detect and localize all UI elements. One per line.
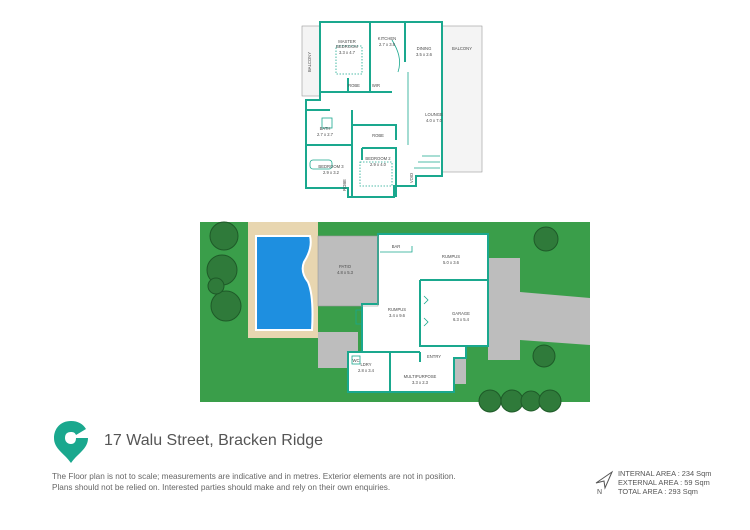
balcony-right	[441, 25, 483, 173]
driveway	[488, 258, 590, 360]
upper-outer-wall	[305, 21, 443, 198]
room-label: GARAGE	[452, 311, 470, 316]
room-label: ENTRY	[427, 354, 441, 359]
upper-floor: MASTER BEDROOM 3.3 x 4.7 KITCHEN 2.7 x 3…	[301, 21, 483, 198]
room-dims: 5.0 x 3.6	[443, 260, 460, 265]
room-label: RUMPUS	[388, 307, 406, 312]
internal-area: INTERNAL AREA : 234 Sqm	[618, 469, 712, 478]
room-label: RUMPUS	[442, 254, 460, 259]
room-label: MULTIPURPOSE	[404, 374, 437, 379]
lower-outer-wall	[347, 233, 489, 393]
room-dims: 3.5 x 2.6	[416, 52, 433, 57]
disclaimer-line: The Floor plan is not to scale; measurem…	[52, 472, 456, 481]
room-label: ROBE	[342, 179, 347, 191]
room-dims: 6.3 x 5.4	[453, 317, 470, 322]
room-dims: 2.9 x 4.0	[370, 162, 387, 167]
room-label: BEDROOM 2	[365, 156, 391, 161]
external-area: EXTERNAL AREA : 59 Sqm	[618, 478, 710, 487]
room-dims: 4.8 x 5.3	[337, 270, 354, 275]
room-dims: 3.3 x 4.7	[339, 50, 356, 55]
room-label: ROBE	[348, 83, 360, 88]
room-dims: 2.8 x 3.4	[358, 368, 375, 373]
property-address: 17 Walu Street, Bracken Ridge	[104, 432, 324, 449]
room-label: BEDROOM 3	[318, 164, 344, 169]
room-label: MASTER	[338, 39, 355, 44]
north-arrow-icon: N	[595, 470, 614, 495]
room-label: LDRY	[360, 362, 371, 367]
disclaimer: The Floor plan is not to scale; measurem…	[52, 472, 492, 493]
area-summary: INTERNAL AREA : 234 Sqm EXTERNAL AREA : …	[618, 469, 711, 496]
disclaimer-line: Plans should not be relied on. Intereste…	[52, 482, 391, 492]
room-dims: 2.7 x 2.7	[317, 132, 334, 137]
room-label: BEDROOM	[336, 44, 358, 49]
room-label: PATIO	[339, 264, 352, 269]
pool	[255, 235, 314, 331]
logo-icon	[54, 421, 88, 463]
room-dims: 4.0 x 7.0	[426, 118, 443, 123]
room-label: KITCHEN	[378, 36, 396, 41]
room-dims: 3.4 x 9.6	[389, 313, 406, 318]
room-label: BALCONY	[307, 52, 312, 72]
north-label: N	[597, 489, 602, 495]
room-label: WC	[353, 358, 360, 363]
room-dims: 3.3 x 2.3	[412, 380, 429, 385]
room-label: VOID	[409, 173, 414, 183]
room-label: ROBE	[372, 133, 384, 138]
room-label: BAR	[392, 244, 401, 249]
room-label: WIR	[372, 83, 380, 88]
room-dims: 2.7 x 3.8	[379, 42, 396, 47]
room-label: DINING	[417, 46, 432, 51]
room-label: LOUNGE	[425, 112, 443, 117]
lower-floor: PATIO 4.8 x 5.3 BAR RUMPUS 5.0 x 3.6 RUM…	[200, 221, 590, 413]
total-area: TOTAL AREA : 293 Sqm	[618, 487, 698, 496]
room-dims: 2.9 x 3.2	[323, 170, 340, 175]
trees	[206, 221, 562, 413]
room-label: BALCONY	[452, 46, 472, 51]
room-label: BATH	[320, 126, 331, 131]
